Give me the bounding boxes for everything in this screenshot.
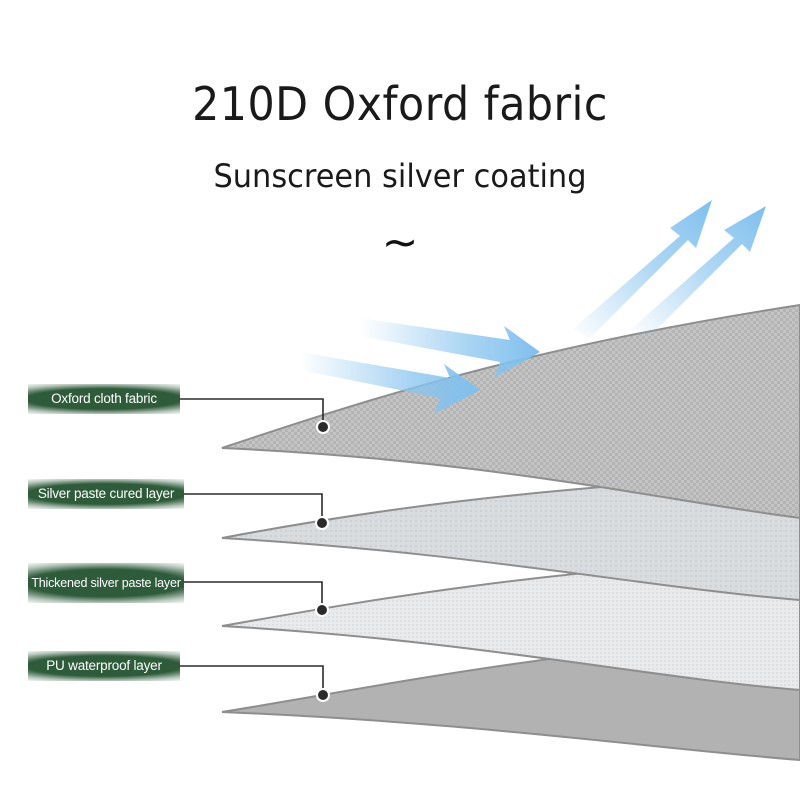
tilde-separator: ~ [381, 217, 419, 268]
arrow-up-right-icon [630, 206, 766, 338]
pointer-dot-icon [316, 688, 330, 702]
layer-label-silver-cured: Silver paste cured layer [28, 479, 184, 509]
arrow-right-icon [360, 318, 540, 378]
page-subtitle: Sunscreen silver coating [213, 157, 587, 195]
layer-silver-cured [221, 472, 800, 602]
pointer-dot-icon [316, 420, 330, 434]
pointer-dot-icon [315, 516, 329, 530]
arrow-right-icon [300, 352, 480, 414]
leader-line [178, 398, 324, 427]
pointer-dot-icon [315, 603, 329, 617]
page-title: 210D Oxford fabric [192, 77, 608, 131]
leader-line [178, 665, 324, 695]
layer-label-pu: PU waterproof layer [28, 651, 180, 681]
layer-label-thickened: Thickened silver paste layer [28, 563, 184, 603]
leader-line [182, 493, 323, 523]
arrow-up-right-icon [572, 200, 712, 338]
layer-oxford-cloth [221, 303, 800, 520]
layer-thickened-silver [221, 554, 800, 692]
leader-line [182, 581, 323, 610]
layer-label-oxford: Oxford cloth fabric [28, 384, 180, 414]
